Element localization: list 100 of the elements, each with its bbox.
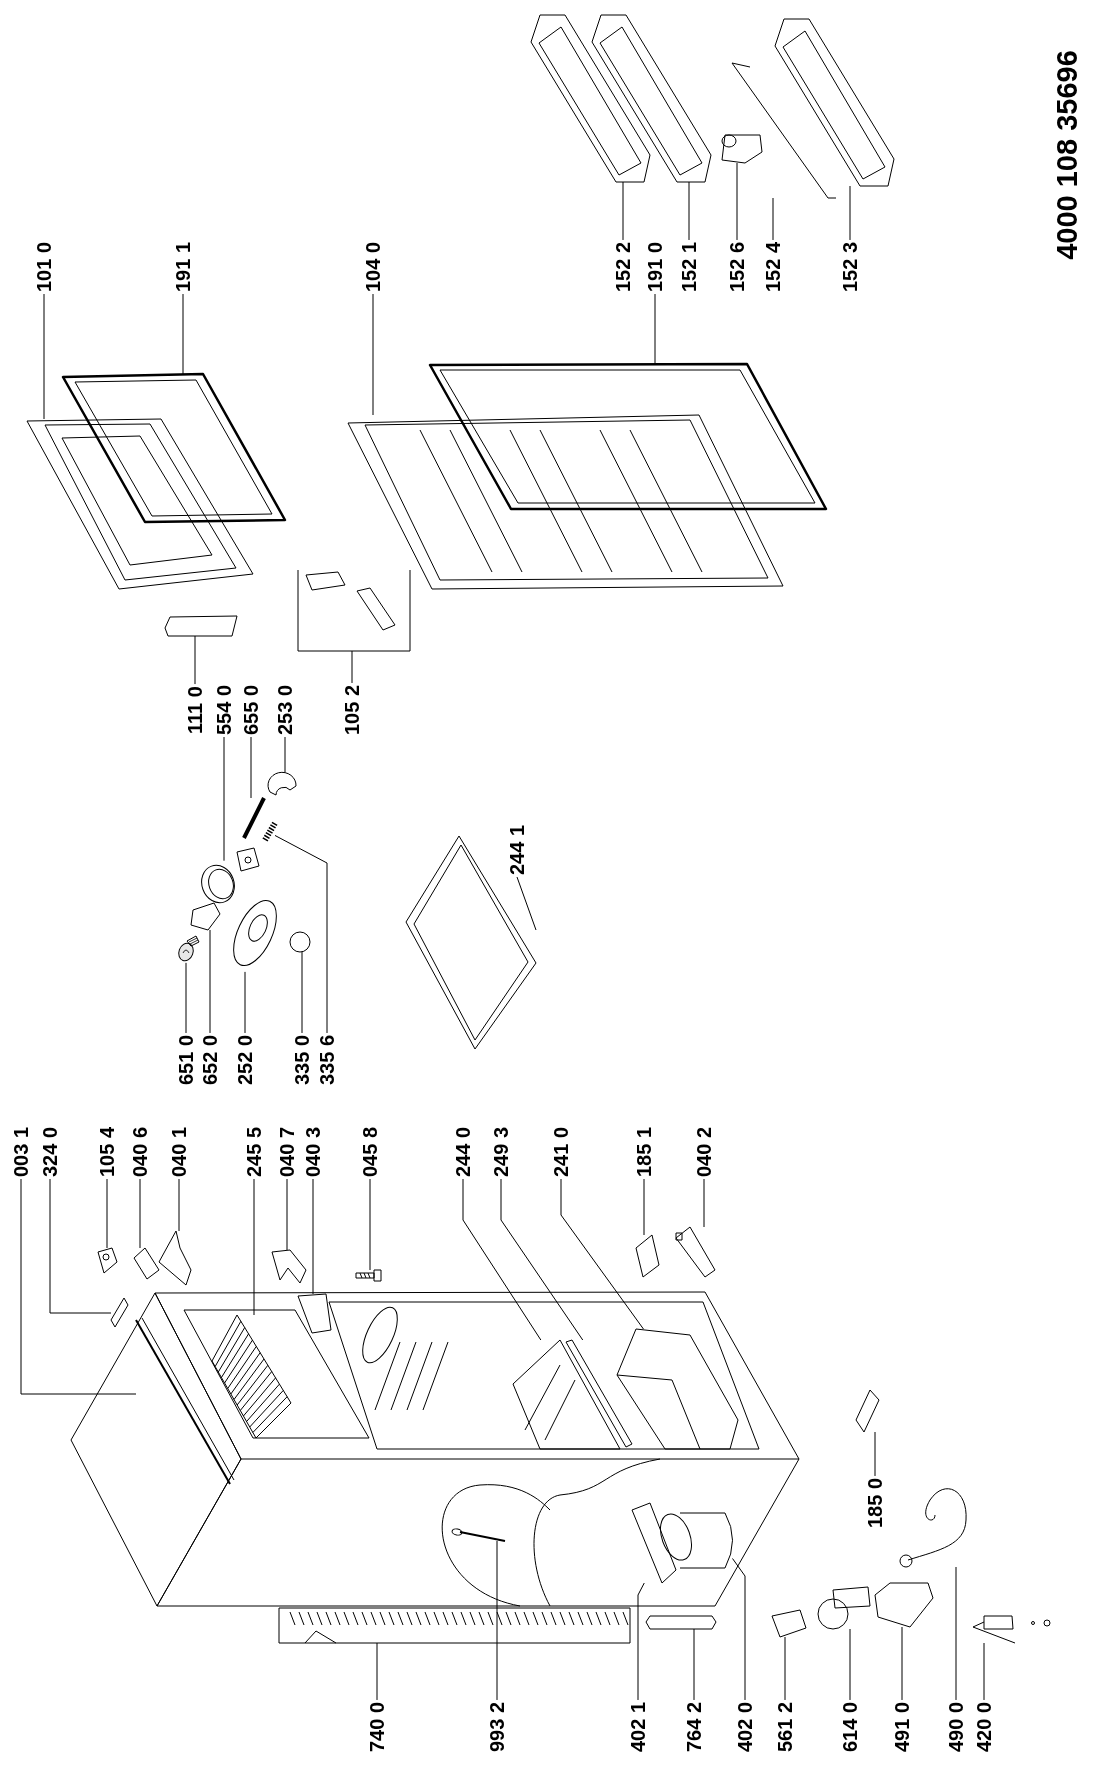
callout-number: 490 0 (945, 1701, 967, 1753)
hinge-drawing (164, 615, 238, 637)
leader-line (693, 1628, 695, 1701)
callout-number: 040 3 (302, 1126, 324, 1178)
callout-number: 152 6 (726, 241, 748, 293)
leader-line (874, 1431, 876, 1477)
leader-line (772, 197, 774, 241)
leader-line (244, 971, 246, 1034)
callout-number: 420 0 (973, 1701, 995, 1753)
drawer-drawing (616, 1328, 739, 1450)
relay-drawing (631, 1502, 677, 1584)
leader-line (901, 1626, 903, 1701)
fitting-drawing (635, 1234, 660, 1278)
leader-line (703, 1178, 705, 1228)
lamp-drawing (242, 797, 266, 839)
screw-drawing (355, 1269, 382, 1282)
leader-line (182, 293, 184, 375)
bulb-drawing (178, 935, 200, 962)
leader-line (43, 293, 45, 420)
callout-number: 185 1 (633, 1126, 655, 1178)
callout-number: 105 2 (341, 684, 363, 736)
callout-number: 253 0 (274, 684, 296, 736)
leader-line (178, 1178, 180, 1232)
leader-line (736, 162, 738, 241)
door-gasket-drawing (428, 362, 828, 511)
leader-line (372, 293, 374, 416)
condenser-drawing (278, 1607, 631, 1644)
callout-number: 402 0 (734, 1701, 756, 1753)
callout-number: 241 0 (550, 1126, 572, 1178)
cover-strip-drawing (135, 1317, 235, 1485)
leader-line (983, 1642, 985, 1701)
callout-number: 152 3 (839, 241, 861, 293)
fitting-drawing (133, 1247, 160, 1280)
leader-line (274, 834, 328, 1034)
leader-line (784, 1636, 786, 1701)
clip-drawing (721, 134, 763, 164)
callout-number: 561 2 (774, 1701, 796, 1753)
leader-line (250, 736, 252, 799)
power-cord-drawing (899, 1488, 967, 1568)
callout-number: 740 0 (366, 1701, 388, 1753)
callout-number: 491 0 (891, 1701, 913, 1753)
door-drawing (26, 418, 254, 590)
hinge-drawing (297, 1293, 332, 1334)
leader-line (209, 929, 211, 1034)
leader-line (688, 181, 690, 241)
fitting-drawing (97, 1247, 118, 1274)
callout-number: 152 4 (762, 241, 784, 293)
leader-line (223, 736, 225, 862)
callout-number: 152 2 (612, 241, 634, 293)
leader-line (351, 650, 353, 684)
leader-line (622, 181, 624, 241)
knob-drawing (289, 931, 311, 953)
leader-line (139, 1178, 141, 1249)
callout-number: 105 4 (96, 1126, 118, 1178)
fitting-drawing (271, 1249, 307, 1284)
door-gasket-drawing (61, 372, 287, 524)
leader-line (284, 736, 286, 773)
leader-line (516, 876, 537, 931)
lamp-holder-drawing (190, 902, 221, 931)
leader-line (185, 962, 187, 1034)
callout-number: 185 0 (864, 1477, 886, 1529)
shelf-drawing (512, 1339, 621, 1450)
callout-number: 003 1 (10, 1126, 32, 1178)
leader-line (654, 293, 656, 365)
leader-line (49, 1178, 112, 1314)
callout-number: 040 6 (129, 1126, 151, 1178)
callout-number: 252 0 (234, 1034, 256, 1086)
leader-line (312, 1178, 314, 1295)
leader-line (376, 1642, 378, 1701)
cap-drawing (267, 771, 297, 796)
callout-number: 614 0 (839, 1701, 861, 1753)
relay-drawing (771, 1609, 807, 1638)
callout-number: 249 3 (490, 1126, 512, 1178)
callout-number: 040 1 (168, 1126, 190, 1178)
callout-number: 335 6 (316, 1034, 338, 1086)
leader-line (194, 635, 196, 685)
callout-number: 402 1 (627, 1701, 649, 1753)
leader-line (849, 185, 851, 241)
hinge-parts-drawing (297, 569, 411, 652)
leader-line (955, 1566, 957, 1701)
leader-line (462, 1178, 542, 1341)
cover-drawing (874, 1582, 934, 1628)
callout-number: 244 1 (506, 824, 528, 876)
leader-line (637, 1582, 645, 1701)
ring-drawing (201, 864, 235, 904)
leader-line (253, 1178, 255, 1316)
leader-line (849, 1628, 851, 1701)
callout-number: 993 2 (486, 1701, 508, 1753)
drawing-number: 4000 108 35696 (1052, 50, 1082, 260)
callout-number: 191 1 (172, 241, 194, 293)
leader-line (286, 1178, 288, 1251)
rod-drawing (731, 62, 837, 199)
door-shelf-drawing (774, 18, 895, 187)
leader-line (20, 1178, 137, 1395)
leader-line (496, 1540, 498, 1701)
cylinder-drawing (645, 1615, 717, 1630)
callout-number: 040 7 (276, 1126, 298, 1178)
leader-line (560, 1178, 644, 1330)
door-shelf-drawing (530, 14, 651, 183)
callout-number: 651 0 (175, 1034, 197, 1086)
